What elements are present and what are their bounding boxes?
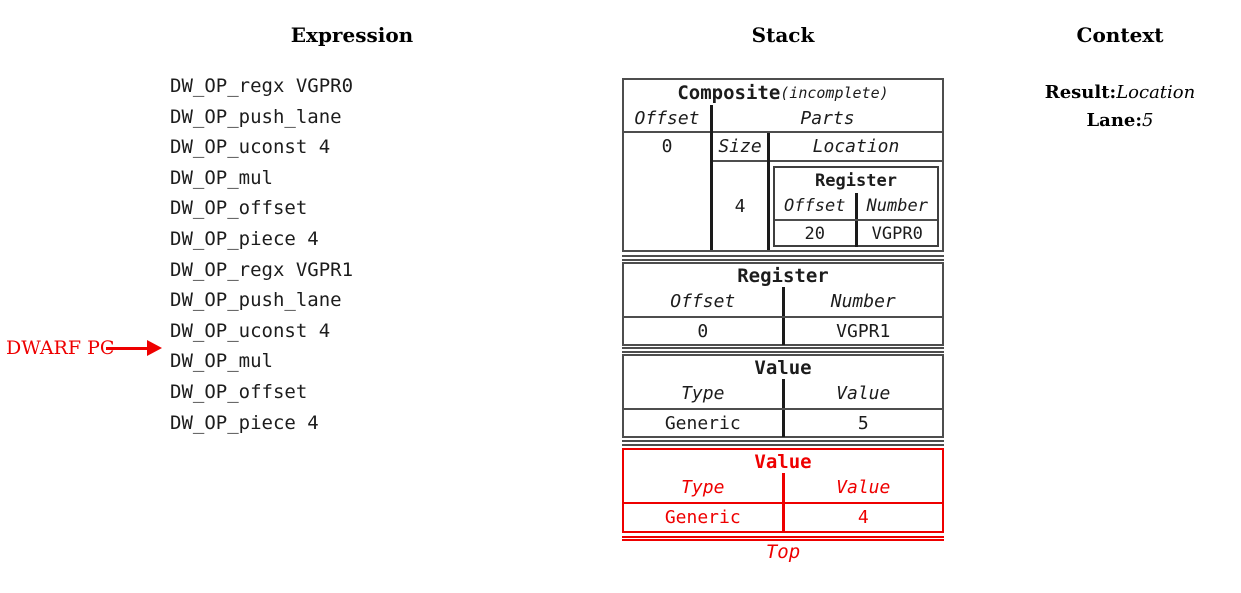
context-result-line: Result:Location xyxy=(1020,79,1220,107)
expression-item: DW_OP_mul xyxy=(170,166,273,189)
value-type-cell: Generic xyxy=(664,507,741,528)
expression-item: DW_OP_push_lane xyxy=(170,289,342,312)
composite-incomplete-tag: (incomplete) xyxy=(780,83,889,102)
location-header-cell: Location xyxy=(770,133,942,162)
offset-value-cell: 0 xyxy=(661,135,673,157)
expression-item: DW_OP_regx VGPR0 xyxy=(170,75,354,97)
expression-item: DW_OP_uconst 4 xyxy=(170,319,331,342)
expression-item: DW_OP_piece 4 xyxy=(170,227,319,250)
value-header-row: Type Value xyxy=(624,473,942,504)
context-result-value: Location xyxy=(1116,82,1196,103)
nested-register-table: Register Offset Number 20 VGPR0 xyxy=(773,166,939,247)
register-value-row: 0 VGPR1 xyxy=(624,318,942,345)
size-header-cell: Size xyxy=(713,133,767,162)
register-offset-header-cell: Offset xyxy=(670,291,736,312)
stack-entry-register: Register Offset Number 0 VGPR1 xyxy=(622,262,944,346)
stack-entry-value: Value Type Value Generic 5 xyxy=(622,354,944,438)
register-title: Register xyxy=(815,170,897,191)
register-number-value-cell: VGPR1 xyxy=(781,318,943,345)
composite-body: Offset 0 Parts Size 4 Location Register xyxy=(624,105,942,250)
context-lane-value: 5 xyxy=(1142,110,1154,131)
value-value-cell: 5 xyxy=(781,410,943,437)
value-title: Value xyxy=(754,450,812,473)
value-type-cell: Generic xyxy=(664,413,741,434)
composite-parts-column: Parts Size 4 Location Register Offset Nu… xyxy=(713,105,942,250)
register-number-value-cell: VGPR0 xyxy=(854,221,938,247)
expression-column-header: Expression xyxy=(290,23,414,47)
stack-column-header: Stack xyxy=(751,23,815,47)
expression-list: DW_OP_regx VGPR0 DW_OP_push_lane DW_OP_u… xyxy=(170,71,353,438)
register-header-row: Offset Number xyxy=(775,193,937,221)
offset-header-cell: Offset xyxy=(624,105,710,133)
register-header-row: Offset Number xyxy=(624,287,942,318)
expression-item: DW_OP_mul xyxy=(170,350,273,373)
stack-entry-value-top: Value Type Value Generic 4 xyxy=(622,448,944,533)
dwarf-pc-label: DWARF PC xyxy=(6,337,115,359)
context-column-header: Context xyxy=(1076,23,1164,47)
register-offset-header-cell: Offset xyxy=(784,196,846,216)
expression-item: DW_OP_regx VGPR1 xyxy=(170,258,354,281)
parts-header-cell: Parts xyxy=(713,105,942,133)
register-value-row: 20 VGPR0 xyxy=(775,221,937,247)
expression-item: DW_OP_push_lane xyxy=(170,105,342,128)
expression-item: DW_OP_offset xyxy=(170,380,308,403)
context-lane-line: Lane:5 xyxy=(1020,107,1220,135)
parts-size-column: Size 4 xyxy=(713,133,770,250)
register-offset-value-cell: 20 xyxy=(804,224,825,244)
stack-separator xyxy=(622,440,944,446)
value-value-header-cell: Value xyxy=(781,379,943,408)
context-lane-label: Lane: xyxy=(1086,110,1143,131)
value-title: Value xyxy=(754,356,812,379)
value-type-header-cell: Type xyxy=(681,383,725,404)
register-number-header-cell: Number xyxy=(781,287,943,316)
composite-offset-column: Offset 0 xyxy=(624,105,713,250)
stack-separator xyxy=(622,255,944,261)
value-value-row: Generic 5 xyxy=(624,410,942,437)
context-result-label: Result: xyxy=(1044,82,1117,103)
stack-top-label: Top xyxy=(765,541,801,563)
stack-entry-composite: Composite(incomplete) Offset 0 Parts Siz… xyxy=(622,78,944,252)
stack-top-separator xyxy=(622,536,944,541)
expression-item: DW_OP_piece 4 xyxy=(170,411,319,434)
expression-item: DW_OP_uconst 4 xyxy=(170,136,331,159)
value-value-row: Generic 4 xyxy=(624,504,942,531)
composite-title-text: Composite xyxy=(677,81,781,104)
right-arrow-icon xyxy=(147,340,162,356)
value-header-row: Type Value xyxy=(624,379,942,410)
value-value-header-cell: Value xyxy=(781,473,943,502)
size-value-cell: 4 xyxy=(734,195,746,217)
value-type-header-cell: Type xyxy=(681,477,725,498)
value-value-cell: 4 xyxy=(781,504,943,531)
stack-separator xyxy=(622,347,944,353)
register-offset-value-cell: 0 xyxy=(697,321,709,342)
register-title: Register xyxy=(737,264,829,287)
composite-title: Composite(incomplete) xyxy=(624,80,942,105)
parts-location-column: Location Register Offset Number 20 VGPR0 xyxy=(770,133,942,250)
parts-subtable: Size 4 Location Register Offset Number xyxy=(713,133,942,250)
context-panel: Result:Location Lane:5 xyxy=(1020,79,1220,135)
expression-item: DW_OP_offset xyxy=(170,197,308,220)
dwarf-pc-arrow xyxy=(106,347,149,350)
register-number-header-cell: Number xyxy=(854,193,938,219)
